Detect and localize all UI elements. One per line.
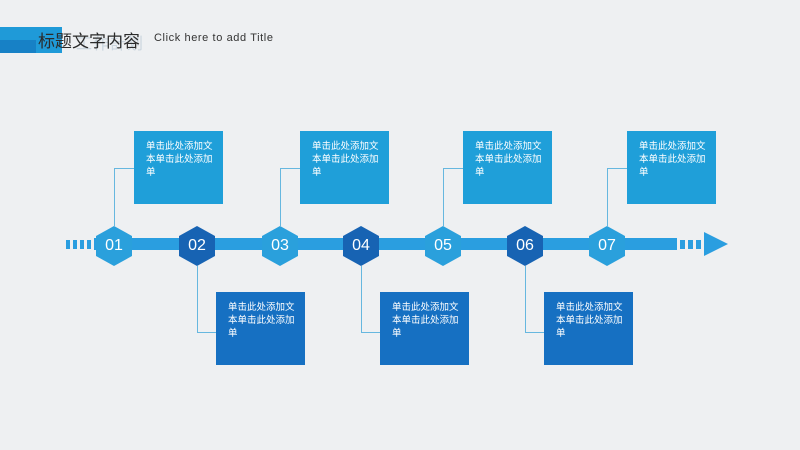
step-number: 07 <box>598 237 616 254</box>
step-card-03[interactable]: 单击此处添加文本单击此处添加单 <box>300 131 389 204</box>
connector-line <box>361 332 380 333</box>
step-number: 05 <box>434 237 452 254</box>
step-number: 03 <box>271 237 289 254</box>
connector-line <box>443 168 444 226</box>
step-hexagon-04[interactable]: 04 <box>343 226 379 266</box>
step-number: 04 <box>352 237 370 254</box>
timeline-tail-segment <box>696 240 701 249</box>
step-hexagon-02[interactable]: 02 <box>179 226 215 266</box>
connector-line <box>114 168 115 226</box>
connector-line <box>280 168 281 226</box>
connector-line <box>197 266 198 332</box>
connector-line <box>114 168 134 169</box>
connector-line <box>607 168 627 169</box>
connector-line <box>443 168 463 169</box>
step-number: 06 <box>516 237 534 254</box>
step-card-05[interactable]: 单击此处添加文本单击此处添加单 <box>463 131 552 204</box>
timeline-dash <box>80 240 84 249</box>
step-hexagon-07[interactable]: 07 <box>589 226 625 266</box>
step-number: 01 <box>105 237 123 254</box>
timeline-dash <box>66 240 70 249</box>
step-hexagon-06[interactable]: 06 <box>507 226 543 266</box>
step-hexagon-03[interactable]: 03 <box>262 226 298 266</box>
step-card-02[interactable]: 单击此处添加文本单击此处添加单 <box>216 292 305 365</box>
connector-line <box>525 332 544 333</box>
connector-line <box>607 168 608 226</box>
timeline-tail-segment <box>680 240 685 249</box>
step-card-07[interactable]: 单击此处添加文本单击此处添加单 <box>627 131 716 204</box>
step-card-04[interactable]: 单击此处添加文本单击此处添加单 <box>380 292 469 365</box>
step-card-06[interactable]: 单击此处添加文本单击此处添加单 <box>544 292 633 365</box>
connector-line <box>525 266 526 332</box>
page-subtitle[interactable]: Click here to add Title <box>154 32 274 44</box>
connector-line <box>280 168 300 169</box>
timeline-dash <box>87 240 91 249</box>
ghost-title: 工作計划 <box>76 34 145 53</box>
page-title[interactable]: 标题文字内容 <box>38 32 140 52</box>
timeline-dash <box>73 240 77 249</box>
step-number: 02 <box>188 237 206 254</box>
timeline-tail-segment <box>688 240 693 249</box>
connector-line <box>197 332 216 333</box>
connector-line <box>361 266 362 332</box>
title-accent-stub <box>0 40 36 53</box>
timeline-arrow-head <box>704 232 728 256</box>
step-hexagon-01[interactable]: 01 <box>96 226 132 266</box>
step-card-01[interactable]: 单击此处添加文本单击此处添加单 <box>134 131 223 204</box>
step-hexagon-05[interactable]: 05 <box>425 226 461 266</box>
